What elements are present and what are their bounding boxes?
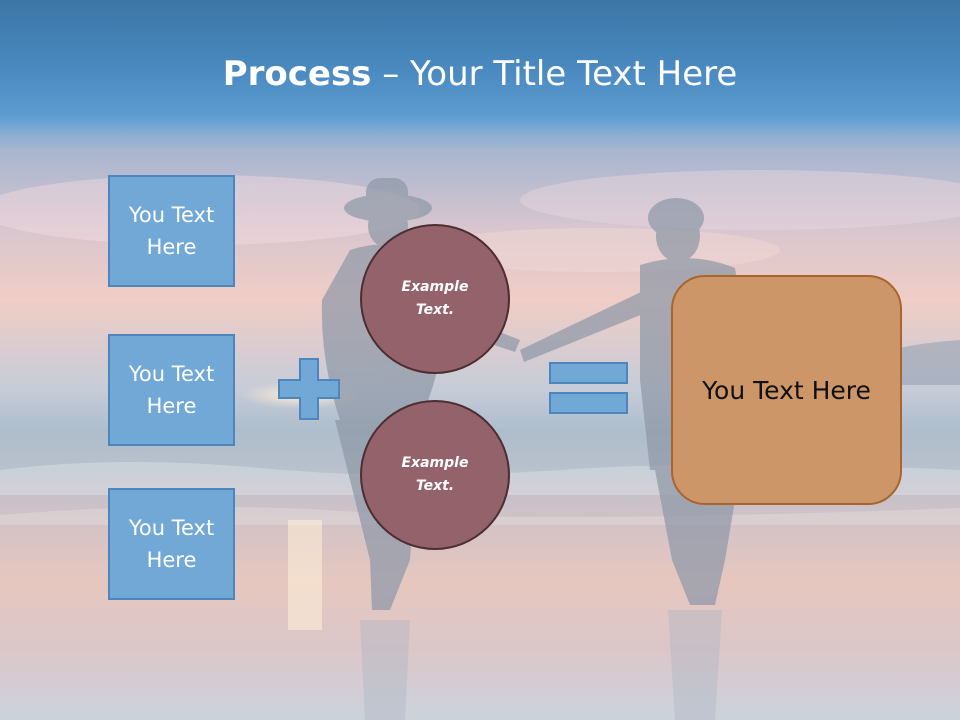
example-circle-2[interactable]: Example Text. (360, 400, 510, 550)
plus-icon (278, 358, 340, 420)
example-circle-2-label: Example Text. (401, 455, 469, 494)
text-box-1[interactable]: You Text Here (108, 175, 235, 287)
result-box-label: You Text Here (702, 375, 871, 405)
example-circle-1[interactable]: Example Text. (360, 224, 510, 374)
text-box-3[interactable]: You Text Here (108, 488, 235, 600)
slide-title: Process – Your Title Text Here (0, 52, 960, 96)
text-box-1-label: You Text Here (128, 203, 215, 259)
title-band (0, 0, 960, 150)
result-box[interactable]: You Text Here (671, 275, 902, 505)
title-strong: Process (222, 54, 372, 94)
text-box-2[interactable]: You Text Here (108, 334, 235, 446)
example-circle-1-label: Example Text. (401, 279, 469, 318)
equals-icon (549, 362, 628, 414)
text-box-3-label: You Text Here (128, 516, 215, 572)
title-rest: – Your Title Text Here (371, 54, 738, 94)
text-box-2-label: You Text Here (128, 362, 215, 418)
